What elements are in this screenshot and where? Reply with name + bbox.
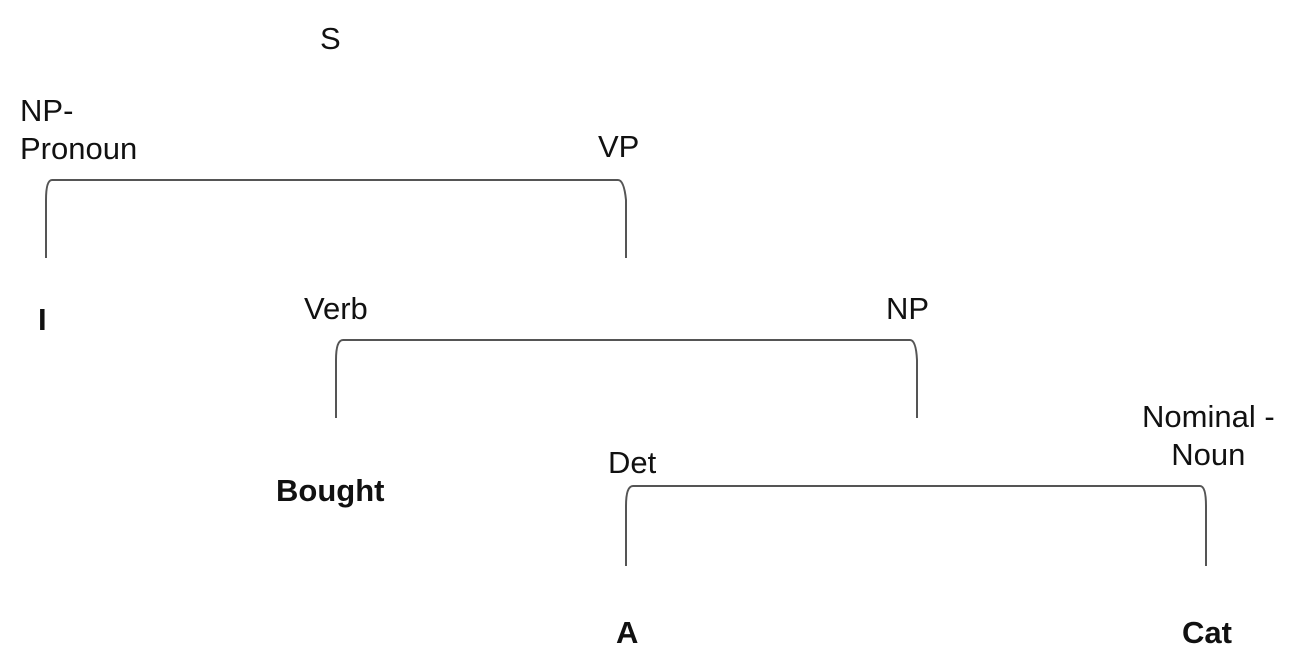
node-np-pronoun: NP- Pronoun (20, 93, 138, 166)
word-a: A (616, 615, 639, 650)
bracket-s (45, 179, 627, 258)
node-np: NP (886, 291, 930, 326)
node-vp: VP (598, 129, 640, 164)
node-nominal-noun: Nominal - Noun (1142, 399, 1275, 472)
word-cat: Cat (1182, 615, 1232, 650)
word-bought: Bought (276, 473, 385, 508)
bracket-np (625, 485, 1207, 566)
node-det: Det (608, 445, 657, 480)
node-s: S (320, 21, 341, 56)
word-i: I (38, 302, 47, 337)
bracket-vp (335, 339, 918, 418)
node-verb: Verb (304, 291, 368, 326)
